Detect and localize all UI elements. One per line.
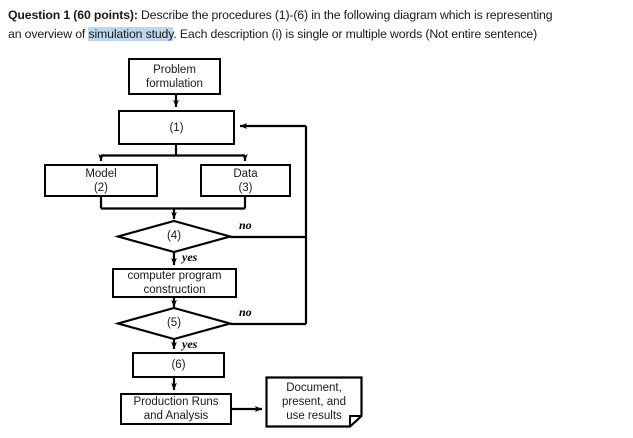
node-data: Data (3)	[200, 164, 291, 197]
decision-diamond-4	[113, 219, 235, 254]
branch-label-yes-4: yes	[182, 250, 198, 264]
question-line2-prefix: an overview of	[8, 27, 89, 41]
node-step-1: (1)	[118, 110, 235, 145]
node-computer-program-construction: computer program construction	[112, 268, 237, 298]
decision-4-label: (4)	[166, 230, 182, 242]
node-document-present-use-results: Document, present, and use results	[265, 376, 363, 428]
branch-label-no-4: no	[239, 218, 252, 232]
branch-label-yes-5: yes	[182, 337, 198, 351]
node-model: Model (2)	[44, 164, 158, 197]
question-line2-rest: . Each description (i) is single or mult…	[173, 27, 538, 41]
node-problem-formulation: Problem formulation	[128, 58, 221, 95]
highlighted-term: simulation study	[88, 27, 174, 41]
document-shape	[265, 376, 363, 428]
question-line1-rest: Describe the procedures (1)-(6) in the f…	[137, 8, 553, 22]
question-text: Question 1 (60 points): Describe the pro…	[8, 6, 626, 44]
branch-label-no-5: no	[239, 305, 252, 319]
decision-diamond-5	[113, 306, 235, 341]
document-label: Document, present, and use results	[282, 382, 346, 422]
decision-5-label: (5)	[166, 317, 182, 329]
node-step-6: (6)	[132, 352, 225, 378]
node-production-runs-and-analysis: Production Runs and Analysis	[120, 393, 232, 425]
question-bold-prefix: Question 1 (60 points):	[8, 8, 138, 22]
